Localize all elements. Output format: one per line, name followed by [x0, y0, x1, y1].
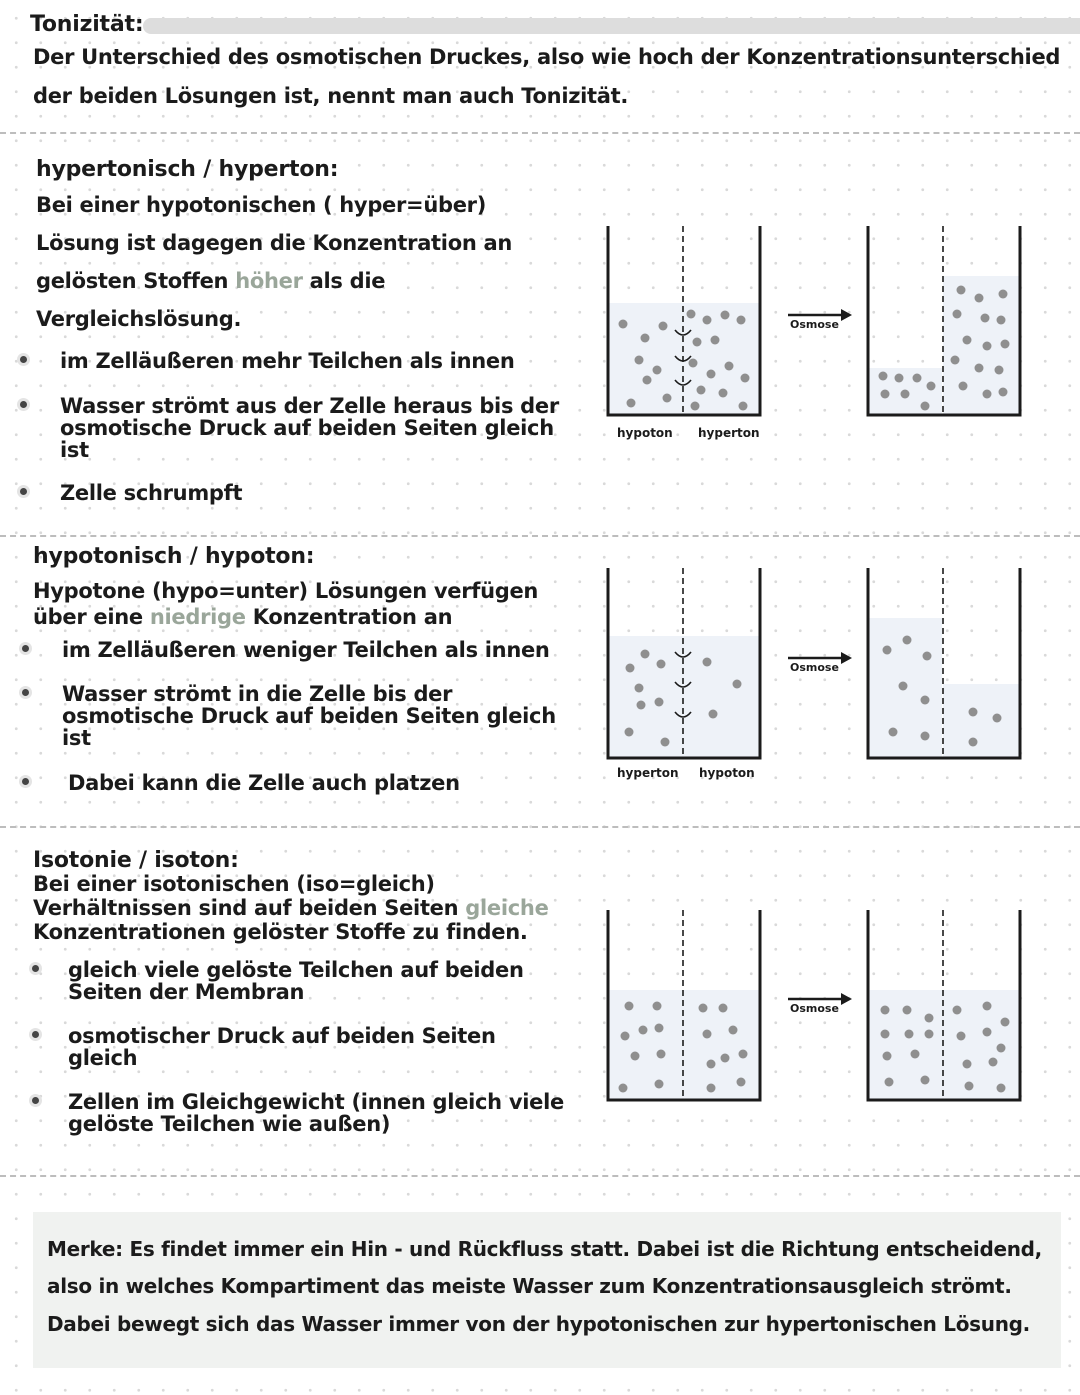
hypertonisch-line-3-a: gelösten Stoffen: [36, 269, 236, 293]
osmosis-label: Osmose: [790, 1002, 839, 1015]
merke-line-3: Dabei bewegt sich das Wasser immer von d…: [47, 1312, 1030, 1336]
bullet-text: ist: [60, 438, 89, 462]
bullet-dot: [20, 488, 27, 495]
water-level: [608, 990, 760, 1100]
isotonie-heading: Isotonie / isoton:: [33, 848, 239, 873]
bullet-text: im Zelläußeren weniger Teilchen als inne…: [62, 638, 550, 662]
water-level: [943, 684, 1020, 758]
beaker-left: [606, 910, 762, 1102]
bullet-item: Wasser strömt aus der Zelle heraus bis d…: [20, 394, 559, 462]
bullet-item: Zellen im Gleichgewicht (innen gleich vi…: [32, 1090, 564, 1136]
particles: [882, 635, 1002, 747]
hypotonisch-line-1: Hypotone (hypo=unter) Lösungen verfügen: [33, 579, 539, 603]
water-level: [869, 990, 1020, 1100]
highlight-hoeher: höher: [235, 269, 303, 293]
bullet-item: Dabei kann die Zelle auch platzen: [22, 771, 460, 795]
hypotonisch-heading: hypotonisch / hypoton:: [33, 544, 315, 569]
beaker-right: [866, 226, 1022, 417]
arrow-head-icon: [841, 993, 852, 1005]
osmosis-label: Osmose: [790, 661, 839, 674]
beaker-right: [866, 568, 1022, 760]
bullet-text: gleich: [68, 1046, 138, 1070]
highlight-niedrige: niedrige: [149, 605, 246, 629]
isotonie-line-1: Bei einer isotonischen (iso=gleich): [33, 872, 435, 896]
particles: [618, 309, 750, 411]
hypotonisch-line-2-a: über eine: [33, 605, 150, 629]
merke-box: Merke: Es findet immer ein Hin - und Rüc…: [33, 1212, 1061, 1368]
hypertonisch-line-3: gelösten Stoffen höher als die: [36, 262, 386, 300]
heading-bar: [143, 18, 1080, 34]
tonizitaet-line-2: der beiden Lösungen ist, nennt man auch …: [33, 84, 629, 108]
water-level: [608, 303, 760, 415]
hypertonisch-line-2: Lösung ist dagegen die Konzentration an: [36, 231, 513, 255]
bullet-text: Zelle schrumpft: [60, 481, 243, 505]
bullet-text: osmotische Druck auf beiden Seiten gleic…: [62, 704, 556, 728]
hypotonisch-line-2-b: Konzentration an: [245, 605, 453, 629]
bullet-text: Seiten der Membran: [68, 980, 305, 1004]
bullet-text: osmotische Druck auf beiden Seiten gleic…: [60, 416, 554, 440]
bullet-item: osmotischer Druck auf beiden Seiten glei…: [32, 1024, 496, 1070]
bullet-text: osmotischer Druck auf beiden Seiten: [68, 1024, 496, 1048]
bullet-dot: [22, 778, 29, 785]
isotonie-line-3: Konzentrationen gelöster Stoffe zu finde…: [33, 920, 528, 944]
merke-line-1: Merke: Es findet immer ein Hin - und Rüc…: [47, 1237, 1042, 1261]
merke-line-2: also in welches Kompartiment das meiste …: [47, 1274, 1012, 1298]
bullet-text: Zellen im Gleichgewicht (innen gleich vi…: [68, 1090, 564, 1114]
bullet-dot: [22, 689, 29, 696]
arrow-head-icon: [841, 309, 852, 321]
isotonie-line-2-a: Verhältnissen sind auf beiden Seiten: [33, 896, 466, 920]
water-level: [608, 636, 760, 758]
bullet-dot: [32, 1097, 39, 1104]
bullet-item: gleich viele gelöste Teilchen auf beiden…: [32, 958, 524, 1004]
hypertonisch-line-4: Vergleichslösung.: [36, 307, 242, 331]
hypertonisch-heading: hypertonisch / hyperton:: [36, 157, 339, 182]
hypotonisch-osmosis-diagram: hyperton hypoton Osmose: [606, 568, 1022, 780]
label-right: hyperton: [698, 426, 760, 440]
bullet-text: gelöste Teilchen wie außen): [68, 1112, 391, 1136]
bullet-item: im Zelläußeren weniger Teilchen als inne…: [22, 638, 550, 662]
bullet-item: Wasser strömt in die Zelle bis der osmot…: [22, 682, 556, 750]
section-divider: [0, 1175, 1080, 1177]
bullet-text: Dabei kann die Zelle auch platzen: [68, 771, 460, 795]
hypertonisch-line-3-b: als die: [302, 269, 386, 293]
isotonie-line-2: Verhältnissen sind auf beiden Seiten gle…: [33, 897, 549, 919]
bullet-item: im Zelläußeren mehr Teilchen als innen: [20, 349, 515, 373]
bullet-dot: [20, 356, 27, 363]
isotonie-osmosis-diagram: Osmose: [606, 910, 1022, 1102]
beaker-right: [866, 910, 1022, 1102]
osmosis-label: Osmose: [790, 318, 839, 331]
tonizitaet-heading: Tonizität:: [30, 12, 144, 37]
water-flow-arrows: [674, 329, 692, 386]
hypotonisch-line-2: über eine niedrige Konzentration an: [33, 605, 453, 629]
particles: [624, 649, 742, 747]
label-left: hyperton: [617, 766, 679, 780]
bullet-text: Wasser strömt aus der Zelle heraus bis d…: [60, 394, 559, 418]
hypertonisch-osmosis-diagram: hypoton hyperton Osmose: [606, 226, 1022, 440]
label-left: hypoton: [617, 426, 673, 440]
highlight-gleiche: gleiche: [465, 896, 549, 920]
beaker-left: [606, 226, 762, 417]
bullet-text: Wasser strömt in die Zelle bis der: [62, 682, 453, 706]
bullet-item: Zelle schrumpft: [20, 481, 243, 505]
arrow-head-icon: [841, 652, 852, 664]
water-flow-arrows: [674, 651, 692, 718]
section-divider: [0, 535, 1080, 537]
particles: [878, 285, 1010, 411]
section-divider: [0, 826, 1080, 828]
section-divider: [0, 132, 1080, 134]
beaker-left: [606, 568, 762, 760]
tonizitaet-line-1: Der Unterschied des osmotischen Druckes,…: [33, 45, 1061, 69]
hypertonisch-line-1: Bei einer hypotonischen ( hyper=über): [36, 193, 487, 217]
particles: [618, 1001, 748, 1093]
bullet-dot: [32, 965, 39, 972]
bullet-text: gleich viele gelöste Teilchen auf beiden: [68, 958, 524, 982]
bullet-dot: [22, 645, 29, 652]
bullet-dot: [32, 1031, 39, 1038]
bullet-text: ist: [62, 726, 91, 750]
bullet-text: im Zelläußeren mehr Teilchen als innen: [60, 349, 515, 373]
particles: [880, 1001, 1010, 1093]
bullet-dot: [20, 401, 27, 408]
label-right: hypoton: [699, 766, 755, 780]
